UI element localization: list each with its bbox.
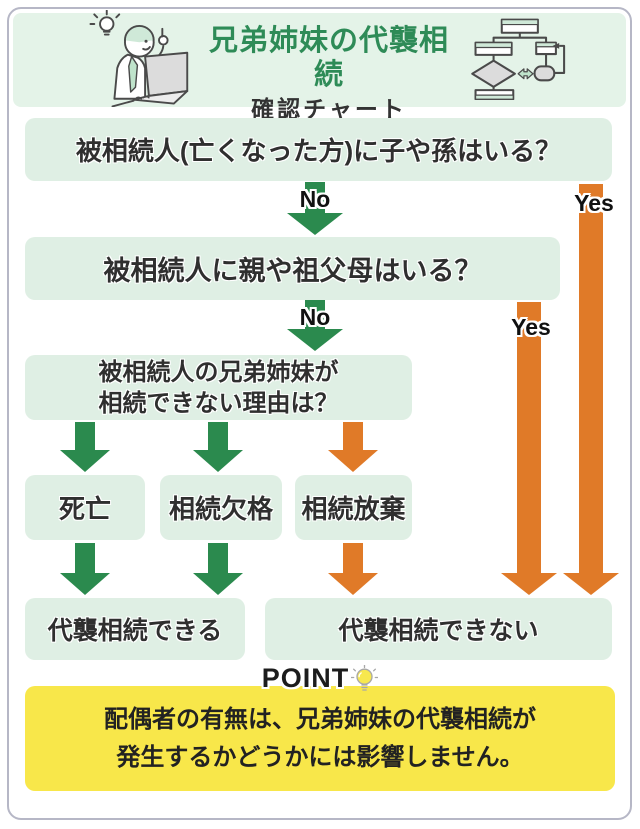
- question-2-text: 被相続人に親や祖父母はいる？: [103, 256, 482, 286]
- no-arrow-1-shaft: [305, 182, 325, 213]
- cause-box-disqualification: 相続欠格: [160, 475, 282, 540]
- result-can-text: 代襲相続できる: [47, 617, 223, 645]
- no-arrow-1-head: [287, 213, 343, 235]
- person-illustration: [78, 9, 193, 108]
- arrow-disqualification-to-can: [193, 543, 243, 595]
- header-titles: 兄弟姉妹の代襲相続 確認チャート: [195, 24, 463, 124]
- yes-arrow-1: [563, 184, 619, 595]
- point-note-line2: 発生するかどうかには影響しません。: [116, 743, 524, 771]
- result-cannot-text: 代襲相続できない: [338, 617, 539, 645]
- question-3-line1: 被相続人の兄弟姉妹が: [98, 358, 339, 386]
- no-label-1: No: [299, 186, 331, 212]
- result-box-cannot: 代襲相続できない: [265, 598, 612, 660]
- page-title: 兄弟姉妹の代襲相続: [208, 25, 449, 91]
- no-arrow-2: [287, 300, 343, 351]
- question-box-2: 被相続人に親や祖父母はいる？: [25, 237, 560, 300]
- yes-arrow-1-head: [563, 573, 619, 595]
- yes-arrow-2: [501, 302, 557, 595]
- yes-arrow-2-head: [501, 573, 557, 595]
- yes-arrow-2-shaft: [517, 302, 541, 573]
- no-arrow-1: [287, 182, 343, 235]
- arrow-to-death: [60, 422, 110, 472]
- cause-box-death: 死亡: [25, 475, 145, 540]
- cause-disqualification-text: 相続欠格: [168, 494, 273, 524]
- point-note-box: 配偶者の有無は、兄弟姉妹の代襲相続が 発生するかどうかには影響しません。: [25, 686, 615, 791]
- arrow-renunciation-to-cannot: [328, 543, 378, 595]
- yes-label-1: Yes: [574, 190, 614, 216]
- arrow-to-disqualification: [193, 422, 243, 472]
- arrow-to-renunciation: [328, 422, 378, 472]
- cause-box-renunciation: 相続放棄: [295, 475, 412, 540]
- cause-death-text: 死亡: [58, 494, 111, 524]
- point-lightbulb-icon: [350, 664, 379, 700]
- question-1-text: 被相続人(亡くなった方)に子や孫はいる？: [75, 136, 562, 166]
- question-box-1: 被相続人(亡くなった方)に子や孫はいる？: [25, 118, 612, 181]
- yes-label-2: Yes: [511, 314, 551, 340]
- arrow-death-to-can: [60, 543, 110, 595]
- point-note-line1: 配偶者の有無は、兄弟姉妹の代襲相続が: [104, 705, 536, 733]
- flowchart-icon: [460, 18, 578, 101]
- page-subtitle: 確認チャート: [251, 96, 407, 122]
- question-box-3: 被相続人の兄弟姉妹が 相続できない理由は？: [25, 355, 412, 420]
- point-label: POINT: [261, 663, 350, 693]
- result-box-can: 代襲相続できる: [25, 598, 245, 660]
- no-label-2: No: [299, 304, 331, 330]
- yes-arrow-1-shaft: [579, 184, 603, 573]
- no-arrow-2-head: [287, 329, 343, 351]
- cause-renunciation-text: 相続放棄: [301, 494, 406, 524]
- point-header: POINT: [25, 663, 615, 700]
- no-arrow-2-shaft: [305, 300, 325, 329]
- question-3-line2: 相続できない理由は？: [98, 389, 339, 417]
